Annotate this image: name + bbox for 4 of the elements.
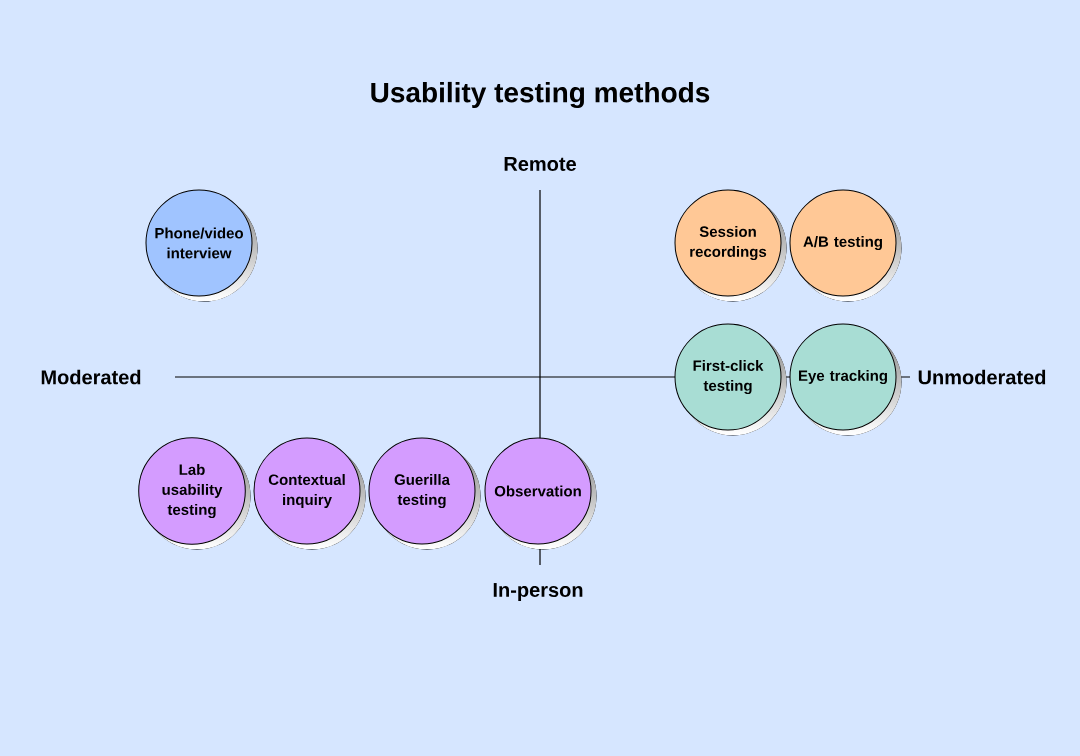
axis-label: Moderated [41,369,141,385]
axis-label: Remote [504,157,576,171]
axis-label: In-person [493,583,583,601]
title: Usability testing methods [371,81,710,109]
